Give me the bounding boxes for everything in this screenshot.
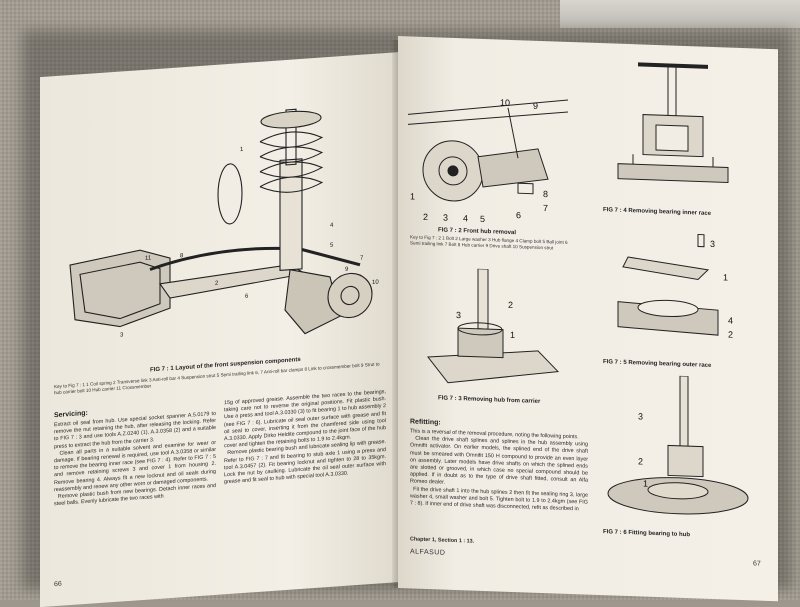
page-number-right: 67 [753, 560, 761, 568]
fig2-label: 5 [480, 214, 485, 224]
fig4-caption: FIG 7 : 4 Removing bearing inner race [603, 207, 712, 217]
fig3-caption: FIG 7 : 3 Removing hub from carrier [438, 395, 541, 405]
refitting-heading: Refitting: [410, 418, 441, 427]
fig2-key: Key to Fig 7 : 2 1 Bolt 2 Large washer 3… [410, 234, 568, 251]
fig1-label: 10 [372, 279, 379, 286]
background-box [560, 0, 800, 28]
fig2-label: 7 [543, 203, 548, 213]
fig5-label: 1 [723, 272, 728, 282]
figure-fitting-bearing: 3 2 1 [607, 375, 749, 515]
fig5-caption: FIG 7 : 5 Removing bearing outer race [603, 359, 712, 369]
fig2-label: 2 [423, 212, 428, 222]
fig1-label: 11 [145, 255, 152, 261]
fig2-label: 6 [516, 210, 521, 220]
fig3-label: 3 [456, 310, 461, 320]
fig2-label: 8 [543, 189, 548, 199]
running-head: ALFASUD [410, 548, 446, 557]
page-number-left: 66 [54, 580, 62, 589]
fig5-label: 3 [710, 239, 715, 249]
fig2-label: 1 [410, 191, 415, 201]
fig6-label: 1 [643, 479, 648, 489]
fig2-label: 9 [533, 101, 538, 111]
left-page: 1 2 3 4 5 6 7 8 9 10 11 FIG 7 : 1 Layout… [40, 52, 400, 607]
fig5-label: 2 [728, 330, 733, 340]
figure-removing-hub: 2 3 1 [427, 268, 560, 384]
fig6-label: 2 [638, 456, 643, 466]
servicing-text-col1: Extract oil seal from hub. Use special s… [54, 410, 216, 508]
figure-front-hub-removal: 10 9 8 7 6 5 4 3 2 1 [408, 98, 568, 224]
fig1-label: 9 [345, 267, 349, 273]
fig6-label: 3 [638, 411, 643, 421]
servicing-text-col2: 15g of approved grease. Assemble the two… [224, 388, 387, 486]
fig1-label: 8 [180, 253, 184, 259]
fig1-label: 1 [240, 147, 244, 153]
fig1-label: 4 [330, 223, 334, 229]
figure-front-suspension: 1 2 3 4 5 6 7 8 9 10 11 [69, 108, 379, 339]
fig3-label: 2 [508, 300, 513, 310]
fig1-label: 6 [245, 294, 249, 300]
fig1-label: 2 [215, 281, 219, 287]
fig2-label: 10 [500, 98, 510, 108]
fig5-label: 4 [728, 316, 733, 326]
figure-removing-inner-race [617, 62, 729, 184]
refitting-text: This is a reversal of the removal proced… [410, 428, 588, 513]
fig2-label: 3 [443, 213, 448, 223]
fig1-label: 5 [330, 243, 334, 249]
right-page: 10 9 8 7 6 5 4 3 2 1 FIG 7 : 2 Front hub… [398, 36, 778, 602]
figure-removing-outer-race: 3 1 4 2 [617, 233, 733, 340]
fig3-label: 1 [510, 330, 515, 340]
fig6-caption: FIG 7 : 6 Fitting bearing to hub [603, 529, 690, 539]
fig2-label: 4 [463, 213, 468, 223]
refitting-text-end: Chapter 1, Section 1 : 13. [410, 536, 475, 545]
servicing-heading: Servicing: [54, 409, 88, 420]
fig1-label: 7 [360, 256, 364, 262]
fig1-label: 3 [120, 332, 124, 338]
